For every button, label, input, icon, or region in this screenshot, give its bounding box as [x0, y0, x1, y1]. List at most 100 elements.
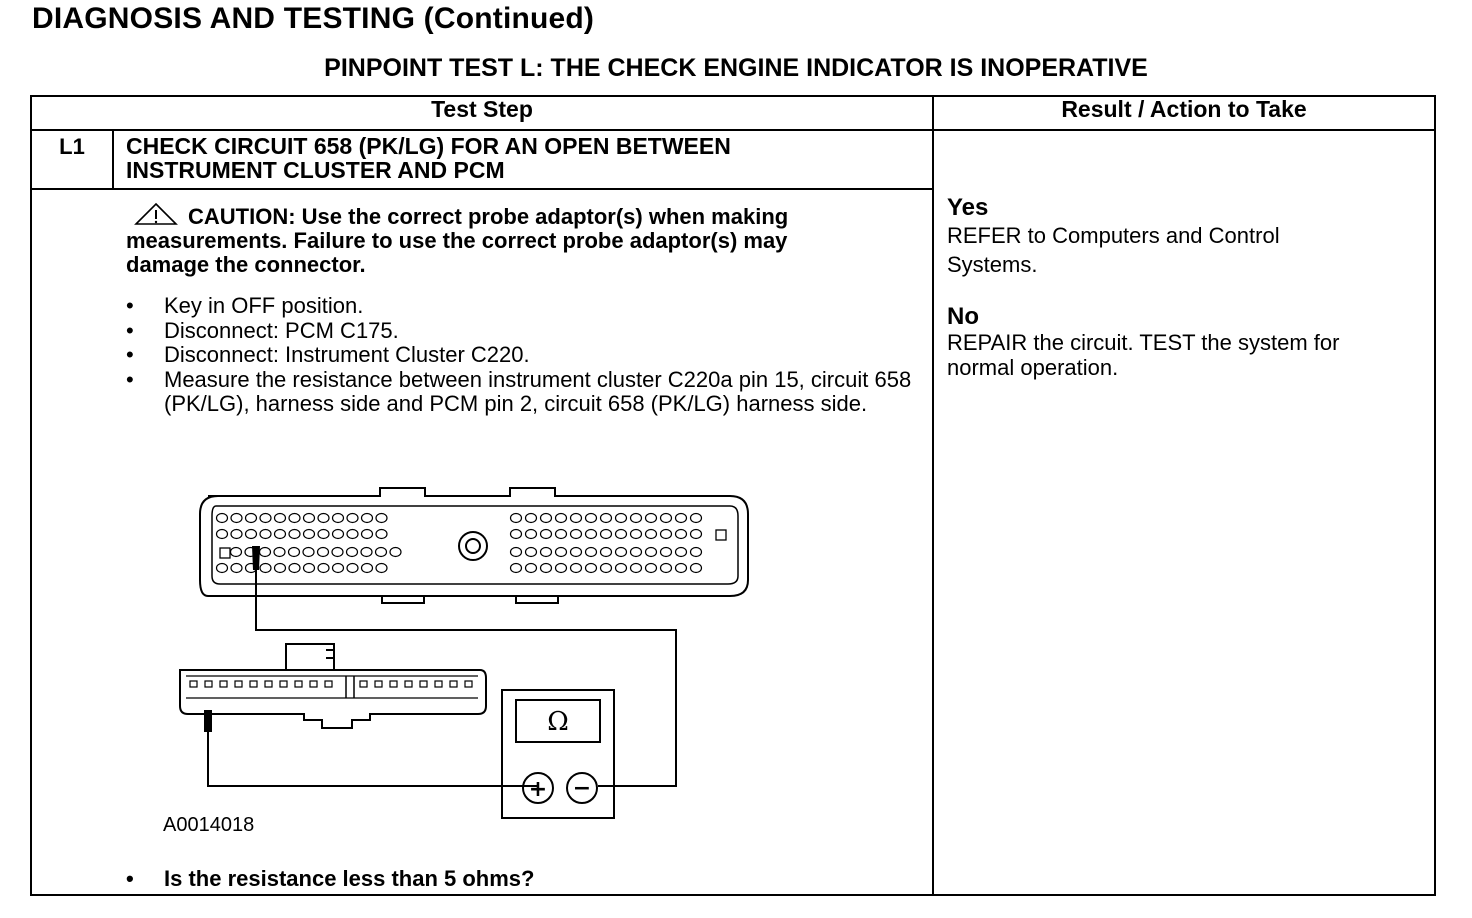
connector-pin: [360, 512, 374, 524]
connector-pin: [674, 528, 688, 540]
connector-pin: [219, 680, 228, 688]
step-question: •Is the resistance less than 5 ohms?: [126, 866, 535, 891]
connector-pin: [659, 512, 673, 524]
connector-pin: [204, 680, 213, 688]
connector-pin: [689, 512, 703, 524]
connector-pin: [374, 680, 383, 688]
connector-pin: [509, 528, 523, 540]
page-heading: DIAGNOSIS AND TESTING (Continued): [32, 2, 595, 35]
connector-pin: [689, 528, 703, 540]
bullet-symbol: •: [126, 317, 134, 343]
step-title: CHECK CIRCUIT 658 (PK/LG) FOR AN OPEN BE…: [126, 134, 886, 182]
pinpoint-test-title: PINPOINT TEST L: THE CHECK ENGINE INDICA…: [324, 54, 1148, 82]
connector-pin: [629, 546, 643, 558]
connector-pin: [360, 546, 373, 558]
connector-pin: [249, 680, 258, 688]
connector-pin: [659, 562, 673, 574]
connector-pin: [294, 680, 303, 688]
connector-pin: [599, 562, 613, 574]
connector-pin: [404, 680, 413, 688]
caution-triangle-icon: [126, 202, 188, 226]
procedure-item: •Disconnect: PCM C175.: [126, 317, 399, 343]
connector-pin: [434, 680, 443, 688]
connector-pin: [309, 680, 318, 688]
connector-pin: [599, 528, 613, 540]
connector-pin: [509, 546, 523, 558]
connector-pin: [259, 528, 272, 540]
connector-pin: [659, 546, 673, 558]
connector-pin: [539, 546, 553, 558]
connector-pin: [346, 512, 359, 524]
connector-pin: [215, 512, 229, 524]
connector-pin: [324, 680, 333, 688]
connector-pin: [229, 546, 243, 558]
step-id-divider: [112, 129, 114, 190]
connector-pin: [234, 680, 243, 688]
no-action-line-2: normal operation.: [947, 355, 1119, 380]
step-title-line-2: INSTRUMENT CLUSTER AND PCM: [126, 157, 505, 183]
connector-pin: [524, 562, 538, 574]
connector-pin: [554, 512, 568, 524]
ohm-symbol: Ω: [547, 707, 569, 737]
connector-pin: [288, 528, 301, 540]
connector-pin: [331, 546, 344, 558]
connector-pin: [331, 562, 345, 574]
wiring-diagram: Ω + −: [179, 487, 749, 819]
procedure-item: •Key in OFF position.: [126, 293, 364, 318]
connector-pin: [259, 562, 272, 574]
connector-pin: [273, 512, 287, 524]
connector-pin: [584, 528, 598, 540]
connector-pin: [288, 512, 301, 524]
connector-pin: [629, 528, 643, 540]
connector-pin: [375, 562, 388, 574]
connector-pin: [230, 528, 243, 540]
connector-pin: [554, 562, 568, 574]
connector-pin: [644, 546, 658, 558]
yes-label: Yes: [947, 194, 989, 221]
connector-pin: [629, 562, 643, 574]
connector-pin: [302, 562, 316, 574]
connector-pin: [419, 680, 428, 688]
connector-pin: [279, 680, 288, 688]
test-leads: [207, 550, 677, 787]
connector-pin: [273, 562, 287, 574]
connector-pin: [554, 528, 568, 540]
connector-pin: [258, 546, 272, 558]
connector-pin: [331, 528, 345, 540]
connector-pin: [230, 562, 243, 574]
connector-pin: [389, 546, 402, 558]
connector-pin: [539, 528, 553, 540]
connector-pin: [569, 512, 583, 524]
pcm-pins: [215, 512, 703, 574]
connector-pin: [524, 512, 538, 524]
connector-pin: [264, 680, 273, 688]
connector-pin: [539, 512, 553, 524]
connector-pin: [644, 562, 658, 574]
yes-action-line-1: REFER to Computers and Control: [947, 223, 1280, 248]
bullet-symbol: •: [126, 866, 134, 891]
connector-pin: [584, 546, 598, 558]
procedure-item: •Disconnect: Instrument Cluster C220.: [126, 342, 530, 367]
connector-pin: [215, 562, 229, 574]
connector-pin: [569, 528, 583, 540]
no-action-line-1: REPAIR the circuit. TEST the system for: [947, 330, 1340, 355]
cluster-probe: [204, 710, 212, 732]
plus-terminal-label: +: [529, 777, 547, 802]
connector-pin: [599, 546, 613, 558]
connector-pin: [584, 562, 598, 574]
step-title-rule: [30, 188, 934, 190]
connector-pin: [302, 546, 315, 558]
connector-pin: [389, 680, 398, 688]
bullet-symbol: •: [126, 293, 134, 318]
result-yes: Yes REFER to Computers and Control Syste…: [947, 195, 1427, 279]
connector-pin: [569, 562, 583, 574]
no-label: No: [947, 303, 979, 330]
connector-pin: [614, 546, 628, 558]
connector-pin: [317, 528, 330, 540]
connector-pin: [614, 512, 628, 524]
result-no: No REPAIR the circuit. TEST the system f…: [947, 303, 1427, 381]
connector-pin: [374, 546, 388, 558]
connector-pin: [346, 562, 359, 574]
caution-text: CAUTION: Use the correct probe adaptor(s…: [126, 204, 789, 277]
connector-pin: [524, 546, 538, 558]
